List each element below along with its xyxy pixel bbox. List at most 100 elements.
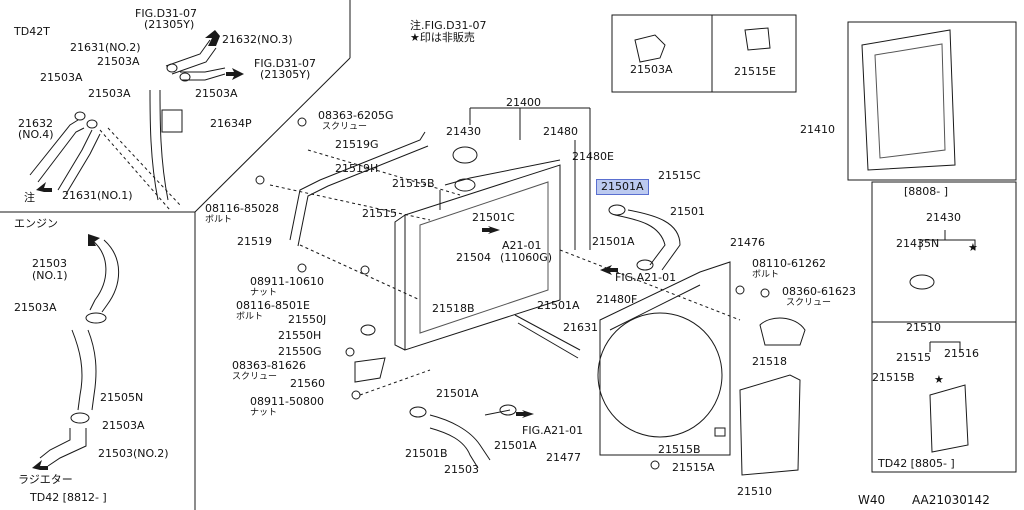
label-21510: 21510 [737,485,772,498]
label-21560: 21560 [290,377,325,390]
hose-21631-no2-b [182,73,226,81]
label-08116-85028: 08116-85028 [205,202,279,215]
bracket-21519 [289,131,426,241]
radiator-21410-core [874,43,946,159]
label-fig-d31-07-a2: (21305Y) [144,18,195,31]
label-td42-8805: TD42 [8805- ] [878,457,955,470]
clip-21503a-inset [634,34,666,63]
label-21505n: 21505N [100,391,144,404]
label-21632-no4b: (NO.4) [18,128,54,141]
arrow-icon [205,30,220,46]
label-08363-81626: 08363-81626 [232,359,306,372]
label-08363-6205g: 08363-6205G [318,109,394,122]
label-nut-2: ナット [250,408,278,418]
hose-21634p-a [149,89,159,201]
label-21519: 21519 [237,235,272,248]
cap-21430-inset [909,274,935,290]
hose-21634p-b [159,89,169,201]
label-21503a-4: 21503A [88,87,131,100]
label-21519h: 21519H [335,162,379,175]
label-21515b: 21515B [392,177,435,190]
label-21515a: 21515A [672,461,715,474]
hose-21503-no2-b [47,428,87,467]
label-a21-01: A21-01 [502,239,542,252]
label-21477: 21477 [546,451,581,464]
hose-21501-a [614,214,666,266]
label-21480f: 21480F [596,293,638,306]
label-21501c: 21501C [472,211,515,224]
pipe-21631-a [514,314,581,351]
clip-21515b [714,427,726,437]
screw-08363-81626 [345,347,355,357]
label-fig-a21-01-b: FIG.A21-01 [615,271,677,284]
arrow-icon [516,410,534,418]
label-21501: 21501 [670,205,705,218]
label-21550j: 21550J [288,313,327,326]
label-21501a-5: 21501A [592,235,635,248]
label-21501a-6: 21501A [537,299,580,312]
arrow-icon [600,265,618,275]
dashed-leader-4 [359,369,431,396]
inset-box-cap [871,181,1017,323]
label-box-21510: 21510 [906,321,941,334]
arrow-icon [226,68,244,80]
label-21503a-9: 21503A [14,301,57,314]
bracket-21634p [161,109,183,133]
label-bolt-2: ボルト [236,312,264,322]
label-21550h: 21550H [278,329,322,342]
hose-21505n-b [87,329,97,411]
label-bolt-3: ボルト [752,270,780,280]
clamp-21503a-6 [70,412,90,424]
label-21501b: 21501B [405,447,448,460]
label-21518: 21518 [752,355,787,368]
label-21501a-8: 21501A [494,439,537,452]
label-21634p: 21634P [210,117,252,130]
label-21503a-2: 21503A [40,71,83,84]
fan-shroud-21476 [599,261,731,456]
hose-21631-no2-a [180,67,226,73]
label-21503-no1b: (NO.1) [32,269,68,282]
hose-21503-b [429,427,479,469]
clip-21515a [650,460,660,470]
reservoir-21510 [739,374,801,476]
hose-21632-no3-b [171,47,217,75]
clamp-21501a-8 [499,404,517,416]
label-21501a-highlighted[interactable]: 21501A [596,179,649,195]
hose-21505n-a [71,329,83,411]
label-21503-no1: 21503 [32,257,67,270]
label-21410: 21410 [800,123,835,136]
label-21503a-3: 21503A [195,87,238,100]
label-21550g: 21550G [278,345,322,358]
label-td42t: TD42T [14,25,50,38]
clamp-21503a-3 [74,111,86,121]
label-21480: 21480 [543,125,578,138]
label-21503a-10: 21503A [102,419,145,432]
clamp-21518 [759,317,806,346]
label-box-21516: 21516 [944,347,979,360]
hose-21503-no2-a [39,428,71,459]
inset-box-reservoir [871,321,1017,473]
clamp-21503a-2 [179,72,191,82]
label-21519g: 21519G [335,138,379,151]
clamp-21501a-5 [636,259,654,271]
bracket-21519-b [297,145,429,247]
label-box-21430: 21430 [926,211,961,224]
label-radiator: ラジエター [18,473,73,486]
label-note-nonsale: ★印は非販売 [410,31,475,44]
nut-08911-50800 [351,390,361,400]
clamp-21501a-highlight [608,204,626,216]
label-21515c: 21515C [658,169,701,182]
section-divider-diagonal [194,57,351,213]
label-21631: 21631 [563,321,598,334]
label-box-21503a: 21503A [630,63,673,76]
bracket-21560 [354,357,386,383]
label-08116-8501e: 08116-8501E [236,299,310,312]
shroud-edge [609,284,701,331]
label-21503a-1: 21503A [97,55,140,68]
hose-21503-no1-b [101,239,120,313]
label-21515: 21515 [362,207,397,220]
clamp-21501a-7 [409,406,427,418]
label-box-21515e: 21515E [734,65,776,78]
nut-08911-10610 [297,263,307,273]
